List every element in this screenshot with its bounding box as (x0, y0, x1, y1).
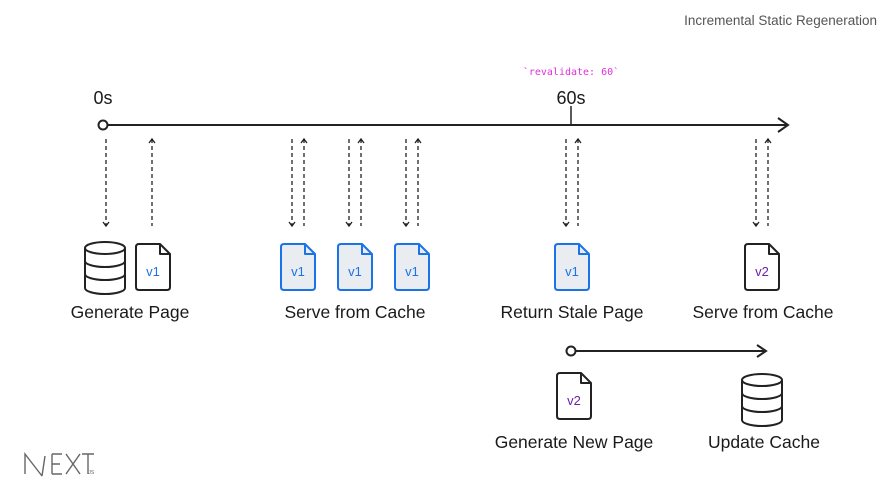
page-v1-cached: v1 (337, 243, 373, 291)
page-v1-cached: v1 (394, 243, 430, 291)
page-v2-new: v2 (556, 372, 592, 420)
response-arrow-up (764, 137, 772, 226)
document-icon (280, 243, 316, 291)
page-version-label: v1 (565, 264, 579, 279)
page-v1-stale: v1 (554, 243, 590, 291)
label-serve-from-cache-2: Serve from Cache (692, 302, 833, 322)
document-icon (554, 243, 590, 291)
svg-text:.JS: .JS (87, 470, 95, 476)
label-update-cache: Update Cache (708, 432, 820, 452)
document-icon (394, 243, 430, 291)
document-icon (135, 243, 171, 291)
page-version-label: v1 (405, 264, 419, 279)
page-version-label: v2 (567, 393, 581, 408)
request-arrow-down (345, 139, 353, 228)
page-version-label: v2 (755, 264, 769, 279)
label-generate-page: Generate Page (71, 302, 190, 322)
response-arrow-up (148, 137, 156, 226)
request-arrow-down (402, 139, 410, 228)
response-arrow-up (357, 137, 365, 226)
page-v2-cached: v2 (744, 243, 780, 291)
request-arrow-down (562, 139, 570, 228)
regeneration-arrowhead (756, 344, 768, 358)
request-arrows (102, 137, 772, 228)
timeline-arrowhead (777, 117, 790, 133)
regeneration-start-dot (565, 345, 577, 357)
page-version-label: v1 (348, 264, 362, 279)
page-version-label: v1 (291, 264, 305, 279)
request-arrow-down (752, 139, 760, 228)
label-0s: 0s (93, 88, 112, 108)
response-arrow-up (300, 137, 308, 226)
revalidate-note: `revalidate: 60` (523, 66, 619, 78)
database-icon (741, 380, 783, 427)
nextjs-logo: .JS (24, 451, 95, 477)
document-icon (556, 372, 592, 420)
response-arrow-up (574, 137, 582, 226)
document-icon (337, 243, 373, 291)
database-icon (84, 248, 126, 295)
request-arrow-down (288, 139, 296, 228)
page-v1-cached: v1 (280, 243, 316, 291)
response-arrow-up (414, 137, 422, 226)
label-return-stale-page: Return Stale Page (500, 302, 643, 322)
database-icon-generate (84, 241, 126, 295)
icon-layer: v1 v1 v1 v1 v1 v2 v2 (84, 241, 783, 427)
database-icon-update (741, 373, 783, 427)
label-generate-new-page: Generate New Page (495, 432, 654, 452)
document-icon (744, 243, 780, 291)
timeline-start-dot (97, 119, 109, 131)
label-serve-from-cache-1: Serve from Cache (284, 302, 425, 322)
label-60s: 60s (556, 88, 585, 108)
page-version-label: v1 (146, 264, 160, 279)
diagram-title: Incremental Static Regeneration (684, 13, 877, 28)
page-v1-generated: v1 (135, 243, 171, 291)
request-arrow-down (102, 139, 110, 228)
